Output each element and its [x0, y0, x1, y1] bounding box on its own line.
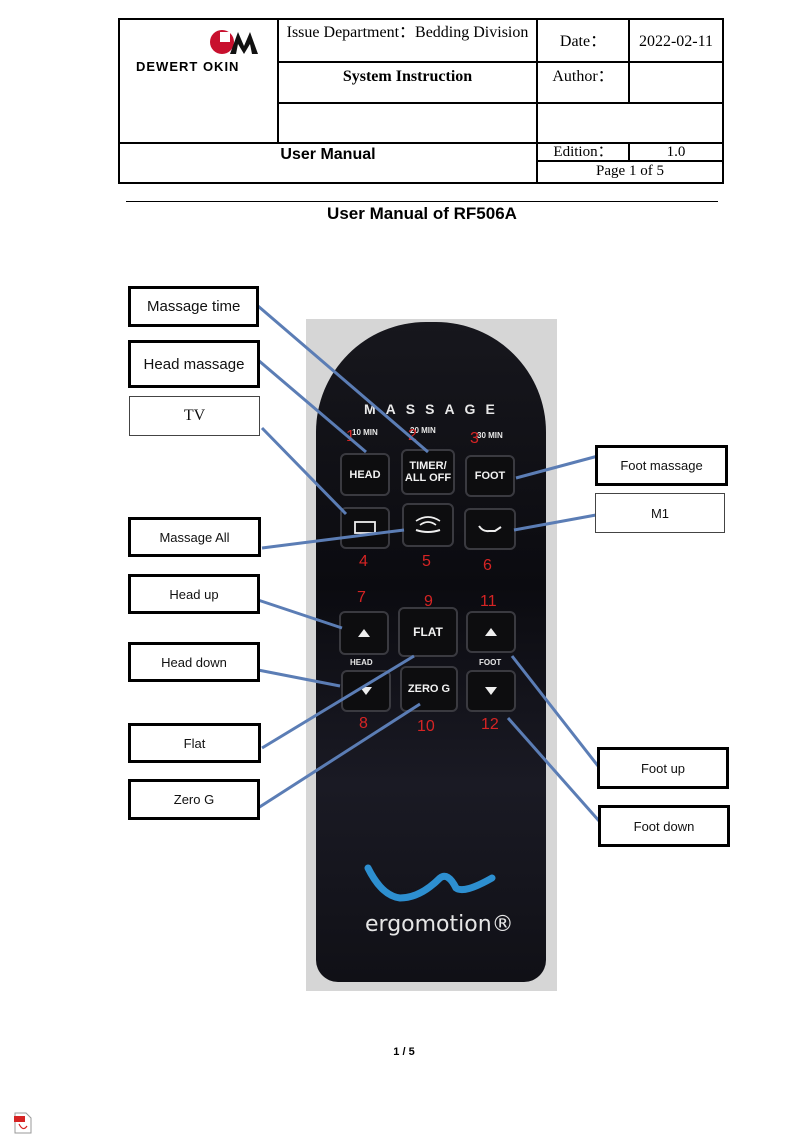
arrow-down-icon — [485, 687, 497, 695]
tv-button[interactable] — [340, 507, 390, 549]
callout-massage-all: Massage All — [128, 517, 261, 557]
bed-position-icon — [478, 525, 502, 533]
callout-head-down: Head down — [128, 642, 260, 682]
user-manual-label: User Manual — [120, 142, 538, 182]
header-table: DEWERT OKIN Issue Department：Bedding Div… — [118, 18, 724, 184]
massage-all-button[interactable] — [402, 503, 454, 547]
document-title: User Manual of RF506A — [327, 204, 517, 223]
annotation-number: 10 — [417, 718, 435, 735]
flat-button[interactable]: FLAT — [398, 607, 458, 657]
annotation-number: 1 — [346, 428, 355, 445]
head-down-button[interactable] — [341, 670, 391, 712]
callout-flat: Flat — [128, 723, 261, 763]
edition-label: Edition： — [538, 142, 630, 162]
massage-wave-icon — [415, 516, 441, 533]
callout-massage-time: Massage time — [128, 286, 259, 327]
blank-cell — [279, 104, 538, 142]
annotation-number: 6 — [483, 557, 492, 574]
arrow-up-icon — [358, 629, 370, 637]
system-instruction: System Instruction — [279, 63, 538, 104]
zero-g-button[interactable]: ZERO G — [400, 666, 458, 712]
timer-all-off-button[interactable]: TIMER/ ALL OFF — [401, 449, 455, 495]
foot-down-button[interactable] — [466, 670, 516, 712]
issue-department: Issue Department：Bedding Division — [279, 20, 538, 63]
annotation-number: 9 — [424, 593, 433, 610]
author-value — [630, 63, 722, 104]
title-rule — [126, 201, 718, 202]
timer-10-label: 10 MIN — [352, 428, 378, 437]
foot-label: FOOT — [479, 658, 502, 667]
callout-m1: M1 — [595, 493, 725, 533]
foot-up-button[interactable] — [466, 611, 516, 653]
head-massage-button[interactable]: HEAD — [340, 453, 390, 496]
logo-cell: DEWERT OKIN — [120, 20, 279, 142]
annotation-number: 8 — [359, 715, 368, 732]
page-number: 1 / 5 — [393, 1046, 415, 1058]
callout-foot-down: Foot down — [598, 805, 730, 847]
date-value: 2022-02-11 — [630, 20, 722, 63]
timer-button-line1: TIMER/ — [409, 460, 447, 472]
tv-icon — [354, 521, 376, 534]
timer-30-label: 30 MIN — [477, 431, 503, 440]
callout-tv: TV — [129, 396, 260, 436]
callout-foot-massage: Foot massage — [595, 445, 728, 486]
ergomotion-swoosh-icon — [364, 864, 496, 902]
callout-head-up: Head up — [128, 574, 260, 614]
author-label: Author： — [538, 63, 630, 104]
arrow-up-icon — [485, 628, 497, 636]
annotation-number: 4 — [359, 553, 368, 570]
annotation-number: 5 — [422, 553, 431, 570]
annotation-number: 11 — [480, 593, 497, 610]
edition-value: 1.0 — [630, 142, 722, 162]
page-info: Page 1 of 5 — [596, 163, 664, 179]
ergomotion-brand: ergomotion® — [365, 912, 514, 937]
timer-button-line2: ALL OFF — [404, 472, 452, 484]
callout-head-massage: Head massage — [128, 340, 260, 388]
timer-20-label: 20 MIN — [410, 426, 436, 435]
date-label: Date： — [538, 20, 630, 63]
callout-foot-up: Foot up — [597, 747, 729, 789]
annotation-number: 3 — [470, 430, 479, 447]
pdf-file-icon — [14, 1112, 32, 1134]
head-up-button[interactable] — [339, 611, 389, 655]
annotation-number: 2 — [408, 427, 417, 444]
arrow-down-icon — [360, 687, 372, 695]
company-name: DEWERT OKIN — [136, 59, 240, 74]
remote-massage-label: MASSAGE — [364, 401, 505, 417]
annotation-number: 7 — [357, 589, 366, 606]
callout-zero-g: Zero G — [128, 779, 260, 820]
head-label: HEAD — [350, 658, 373, 667]
dewert-okin-logo-icon — [210, 30, 258, 54]
annotation-number: 12 — [481, 716, 499, 733]
foot-massage-button[interactable]: FOOT — [465, 455, 515, 497]
